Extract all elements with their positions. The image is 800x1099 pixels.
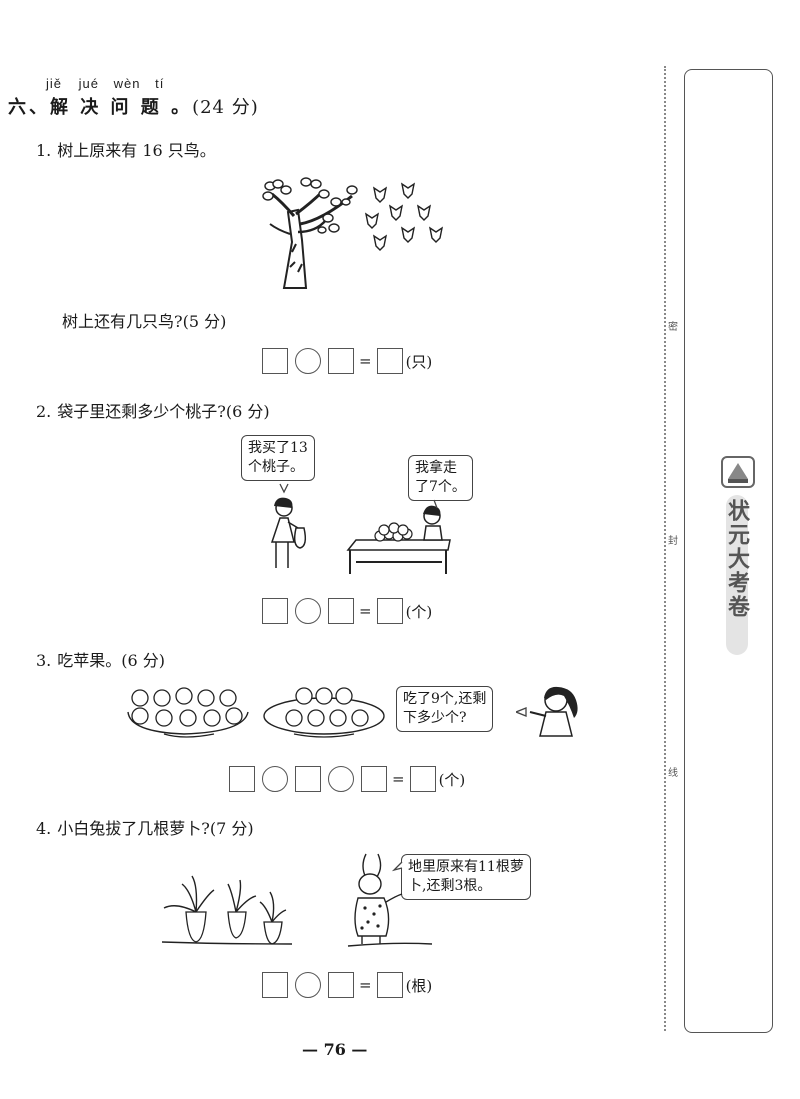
- answer-box[interactable]: [328, 972, 354, 998]
- equals-sign: =: [392, 770, 405, 788]
- unit-label: (根): [405, 976, 433, 995]
- speech-bubble-rabbit: 地里原来有11根萝 卜,还剩3根。: [401, 854, 531, 900]
- question-3-equation: = (个): [229, 766, 465, 792]
- bubble-line: 下多少个?: [403, 710, 467, 726]
- pinyin-syllable: jué: [78, 76, 99, 91]
- equals-sign: =: [359, 602, 372, 620]
- question-number: 3.: [36, 651, 52, 670]
- speech-bubble-girl: 我买了13 个桃子。: [241, 435, 315, 481]
- girl-icon: [516, 686, 578, 737]
- speech-bubble-girl-apples: 吃了9个,还剩 下多少个?: [396, 686, 494, 732]
- margin-label-feng: 封: [668, 536, 678, 547]
- result-box[interactable]: [376, 972, 403, 998]
- answer-box[interactable]: [328, 598, 354, 624]
- margin-label-xian: 线: [668, 768, 678, 779]
- section-points: (24 分): [192, 97, 259, 118]
- operator-circle[interactable]: [295, 598, 321, 624]
- question-text: 小白兔拔了几根萝卜?(7 分): [57, 819, 254, 838]
- section-title-text: 六、解 决 问 题 。: [8, 97, 193, 118]
- operator-circle[interactable]: [295, 972, 321, 998]
- answer-box[interactable]: [328, 348, 354, 374]
- girl-with-bag-illustration: [262, 478, 462, 578]
- book-logo-icon: [721, 456, 755, 488]
- operator-circle[interactable]: [295, 348, 321, 374]
- unit-label: (个): [405, 602, 433, 621]
- bubble-line: 了7个。: [415, 479, 466, 495]
- section-title: 六、解 决 问 题 。(24 分): [8, 93, 259, 119]
- question-1-prompt: 1. 树上原来有 16 只鸟。: [36, 137, 216, 161]
- question-1-equation: = (只): [262, 348, 432, 374]
- question-number: 1.: [36, 141, 52, 160]
- section-pinyin: jiě jué wèn tí: [46, 76, 174, 91]
- bubble-line: 我拿走: [415, 460, 457, 476]
- bubble-line: 吃了9个,还剩: [403, 691, 487, 707]
- unit-label: (个): [438, 770, 466, 789]
- answer-box[interactable]: [229, 766, 255, 792]
- question-2-prompt: 2. 袋子里还剩多少个桃子?(6 分): [36, 398, 270, 422]
- bubble-line: 地里原来有11根萝: [408, 859, 524, 875]
- answer-box[interactable]: [262, 972, 288, 998]
- answer-box[interactable]: [295, 766, 321, 792]
- result-box[interactable]: [376, 598, 403, 624]
- question-number: 4.: [36, 819, 52, 838]
- pinyin-syllable: jiě: [46, 76, 63, 91]
- carrots-rabbit-icon: [162, 853, 433, 947]
- answer-box[interactable]: [262, 348, 288, 374]
- margin-panel: [684, 69, 773, 1033]
- question-1-subprompt: 树上还有几只鸟?(5 分): [62, 312, 227, 331]
- unit-label: (只): [405, 352, 433, 371]
- answer-box[interactable]: [361, 766, 387, 792]
- binding-dotted-line: [664, 66, 666, 1031]
- girl-icon: [270, 483, 451, 574]
- bubble-line: 我买了13: [248, 440, 308, 456]
- page-number: — 76 —: [302, 1040, 368, 1059]
- question-4-prompt: 4. 小白兔拔了几根萝卜?(7 分): [36, 815, 254, 839]
- question-3-prompt: 3. 吃苹果。(6 分): [36, 647, 165, 671]
- bubble-line: 卜,还剩3根。: [408, 878, 492, 894]
- girl-pointing-illustration: [516, 682, 586, 742]
- operator-circle[interactable]: [328, 766, 354, 792]
- bubble-line: 个桃子。: [248, 459, 304, 475]
- tree-with-birds-illustration: [262, 172, 452, 292]
- apple-plates-icon: [127, 687, 385, 738]
- pinyin-syllable: wèn: [113, 76, 141, 91]
- result-box[interactable]: [409, 766, 436, 792]
- question-number: 2.: [36, 402, 52, 421]
- logo-text: 状元大考卷: [724, 499, 749, 619]
- question-text: 袋子里还剩多少个桃子?(6 分): [57, 402, 270, 421]
- logo-band: [726, 495, 748, 655]
- apple-plates-illustration: [124, 682, 389, 742]
- equals-sign: =: [359, 352, 372, 370]
- answer-box[interactable]: [262, 598, 288, 624]
- operator-circle[interactable]: [262, 766, 288, 792]
- speech-bubble-boy: 我拿走 了7个。: [408, 455, 473, 501]
- brand-logo: 状元大考卷: [718, 455, 758, 665]
- result-box[interactable]: [376, 348, 403, 374]
- pinyin-syllable: tí: [155, 76, 165, 91]
- question-4-equation: = (根): [262, 972, 432, 998]
- equals-sign: =: [359, 976, 372, 994]
- margin-label-mi: 密: [668, 322, 678, 333]
- carrots-and-rabbit-illustration: [162, 850, 452, 950]
- question-text: 树上原来有 16 只鸟。: [57, 141, 216, 160]
- question-text: 吃苹果。(6 分): [57, 651, 166, 670]
- question-2-equation: = (个): [262, 598, 432, 624]
- tree-icon: [262, 177, 444, 289]
